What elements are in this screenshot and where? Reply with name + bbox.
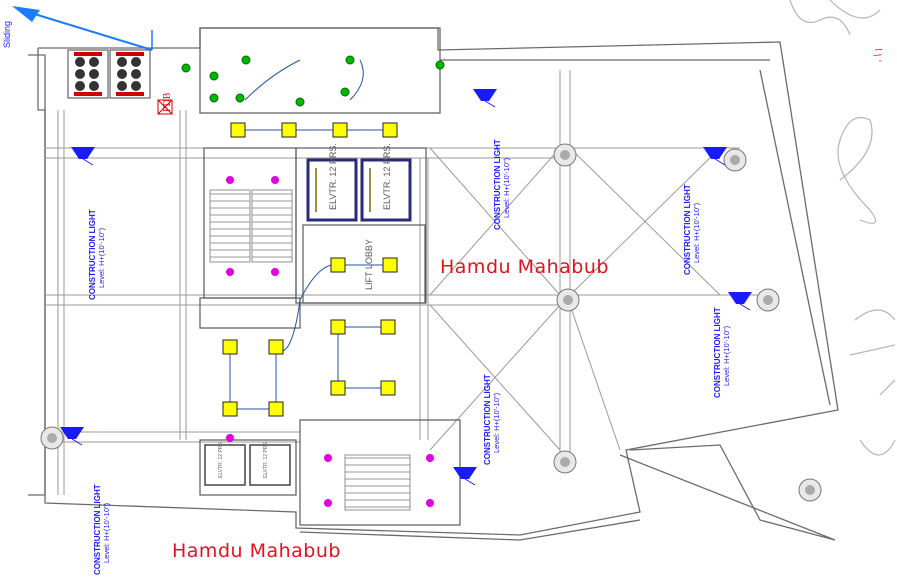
fdb-label: FDB [162, 92, 173, 112]
column-core-icon [560, 457, 570, 467]
yellow-fixture-icon [382, 257, 398, 273]
green-node-icon [209, 93, 219, 103]
elevator-shafts: ELVTR. 12 PRS. ELVTR. 12 PRS. ELVTR. 12 … [204, 143, 412, 486]
construction-light-title: CONSTRUCTION LIGHT [88, 209, 97, 300]
construction-light-title: CONSTRUCTION LIGHT [683, 184, 692, 275]
yellow-fixture-icon [330, 380, 346, 396]
magenta-outlet-icon [271, 176, 279, 184]
column-core-icon [763, 295, 773, 305]
lift-small-label-1: ELVTR. 12 PRS. [218, 441, 224, 478]
green-node-icon [181, 63, 191, 73]
green-node-icon [295, 97, 305, 107]
green-node-icon [241, 55, 251, 65]
lift-label-1: ELVTR. 12 PRS. [328, 143, 338, 210]
lift-small-label-2: ELVTR. 12 PRS. [263, 441, 269, 478]
construction-light-title: CONSTRUCTION LIGHT [93, 484, 102, 575]
wiring [229, 59, 390, 410]
construction-light-level: Level: H+(10'-10") [102, 502, 111, 563]
magenta-outlet-icon [271, 268, 279, 276]
construction-light-level: Level: H+(10'-10") [692, 202, 701, 263]
construction-light-title: CONSTRUCTION LIGHT [483, 374, 492, 465]
yellow-fixture-icon [268, 401, 284, 417]
column-core-icon [730, 155, 740, 165]
green-node-icon [435, 60, 445, 70]
core-walls [199, 27, 461, 526]
ac-unit-icon [67, 49, 151, 99]
yellow-fixture-icon [268, 339, 284, 355]
green-node-icon [345, 55, 355, 65]
construction-light-title: CONSTRUCTION LIGHT [493, 139, 502, 230]
yellow-fixtures [222, 122, 398, 417]
yellow-fixture-icon [230, 122, 246, 138]
magenta-outlet-icon [226, 268, 234, 276]
magenta-outlet-icon [226, 176, 234, 184]
yellow-fixture-icon [222, 401, 238, 417]
magenta-outlet-icon [426, 454, 434, 462]
construction-light-level: Level: H+(10'-10") [722, 325, 731, 386]
green-node-icon [340, 87, 350, 97]
magenta-outlet-icon [324, 499, 332, 507]
yellow-fixture-icon [380, 380, 396, 396]
corner-red-text: ‚ \ \ [872, 47, 885, 62]
grid-lines [45, 70, 770, 495]
column-core-icon [47, 433, 57, 443]
yellow-fixture-icon [222, 339, 238, 355]
north-arrow-icon [12, 6, 153, 51]
construction-light-level: Level: H+(10'-10") [97, 227, 106, 288]
sketch-marks [789, 0, 896, 456]
watermark-1: Hamdu Mahabub [440, 256, 609, 278]
green-node-icon [235, 93, 245, 103]
construction-light-level: Level: H+(10'-10") [502, 157, 511, 218]
yellow-fixture-icon [330, 319, 346, 335]
yellow-fixture-icon [330, 257, 346, 273]
construction-light-title: CONSTRUCTION LIGHT [713, 307, 722, 398]
columns [40, 143, 822, 502]
stair-bottom [344, 454, 411, 511]
yellow-fixture-icon [380, 319, 396, 335]
magenta-outlet-icon [426, 499, 434, 507]
magenta-outlet-icon [226, 434, 234, 442]
column-core-icon [560, 150, 570, 160]
lift-label-2: ELVTR. 12 PRS. [382, 143, 392, 210]
corner-text: Sliding [2, 21, 12, 48]
construction-light-level: Level: H+(10'-10") [492, 392, 501, 453]
column-core-icon [805, 485, 815, 495]
magenta-outlet-icon [324, 454, 332, 462]
fdb-box [157, 99, 173, 115]
building-outline [28, 27, 839, 541]
yellow-fixture-icon [281, 122, 297, 138]
yellow-fixture-icon [382, 122, 398, 138]
watermark-2: Hamdu Mahabub [172, 540, 341, 562]
yellow-fixture-icon [332, 122, 348, 138]
column-core-icon [563, 295, 573, 305]
green-node-icon [209, 71, 219, 81]
stair-left [209, 189, 293, 263]
nodes [181, 55, 445, 507]
